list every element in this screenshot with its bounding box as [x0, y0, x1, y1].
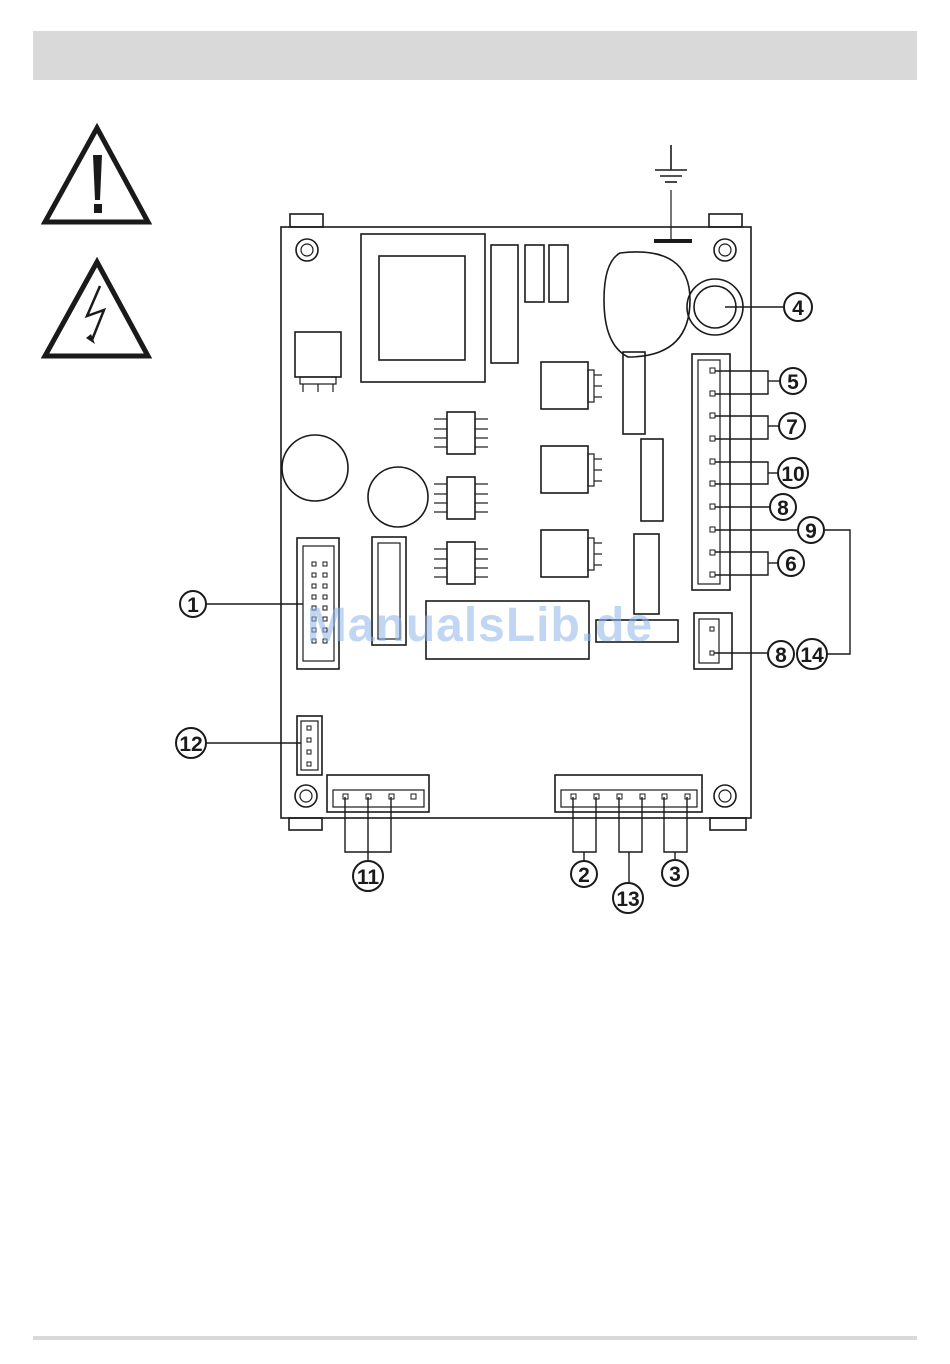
svg-text:12: 12	[179, 733, 202, 756]
ic-chip	[434, 412, 488, 454]
svg-text:3: 3	[669, 863, 681, 886]
ribbon-header	[297, 538, 339, 669]
ic-chip	[434, 477, 488, 519]
svg-text:8: 8	[777, 497, 789, 520]
svg-text:13: 13	[616, 888, 639, 911]
callout-2: 2	[571, 861, 597, 887]
callout-13: 13	[613, 883, 643, 913]
ground-symbol-icon	[654, 145, 692, 243]
callout-8-upper: 8	[770, 494, 796, 520]
callout-7: 7	[779, 413, 805, 439]
svg-text:1: 1	[187, 594, 199, 617]
terminal-pins	[710, 368, 715, 577]
svg-text:14: 14	[800, 644, 824, 667]
svg-text:8: 8	[775, 644, 787, 667]
leader-lines	[205, 307, 850, 884]
svg-text:5: 5	[787, 371, 799, 394]
callout-4: 4	[784, 293, 812, 321]
ic-chip	[434, 542, 488, 584]
callout-11: 11	[353, 861, 383, 891]
svg-text:2: 2	[578, 864, 590, 887]
callout-1: 1	[180, 591, 206, 617]
svg-text:11: 11	[357, 866, 380, 889]
callout-8-lower: 8	[768, 641, 794, 667]
electric-hazard-icon	[45, 262, 148, 356]
regulator	[541, 530, 602, 577]
svg-text:9: 9	[805, 520, 817, 543]
svg-text:7: 7	[786, 416, 798, 439]
regulator	[541, 362, 602, 409]
svg-text:4: 4	[792, 297, 804, 320]
callout-3: 3	[662, 860, 688, 886]
warning-icon	[45, 128, 148, 222]
svg-text:10: 10	[781, 463, 804, 486]
callout-12: 12	[176, 728, 206, 758]
callout-14: 14	[797, 639, 827, 669]
pcb-board	[281, 214, 751, 830]
callout-6: 6	[778, 550, 804, 576]
callout-9: 9	[798, 517, 824, 543]
callout-10: 10	[778, 458, 808, 488]
regulator	[541, 446, 602, 493]
callout-5: 5	[780, 368, 806, 394]
svg-text:6: 6	[785, 553, 797, 576]
